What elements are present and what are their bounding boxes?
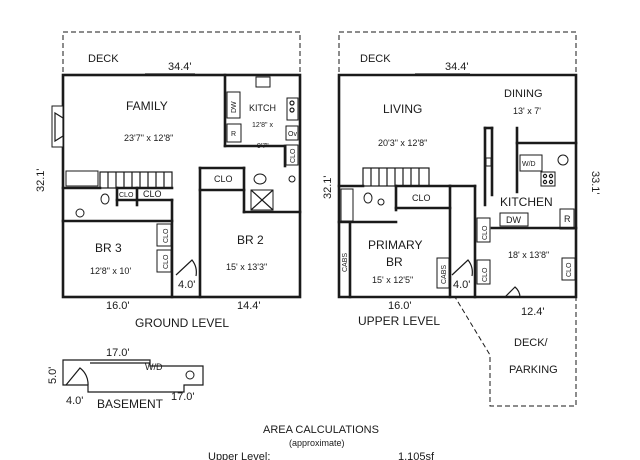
ground-stove	[286, 97, 299, 121]
ground-door-dim: 4.0'	[178, 279, 195, 291]
upper-kitchen-label: KITCHEN	[500, 195, 553, 209]
upper-dining-label: DINING	[504, 88, 543, 100]
ground-height-left: 32.1'	[35, 168, 47, 192]
upper-stove	[540, 171, 556, 187]
area-upper-value: 1,105sf	[398, 451, 435, 460]
ground-family-label: FAMILY	[126, 99, 168, 113]
ground-kitch-dims-2: 9'7"	[257, 143, 269, 150]
ground-stairs	[99, 171, 173, 189]
basement-outline	[62, 359, 204, 393]
upper-dw	[499, 212, 529, 227]
svg-text:R: R	[231, 131, 236, 138]
upper-width-bottom-right: 12.4'	[521, 306, 545, 318]
upper-clo-1	[476, 217, 491, 243]
basement-wd: W/D	[145, 362, 163, 372]
upper-door-swing	[451, 259, 473, 277]
upper-dining-dims: 13' x 7'	[513, 106, 541, 116]
svg-text:CLO: CLO	[566, 262, 573, 277]
upper-level-plan: DECK 34.4' 32.1' 33.1' LIVING 20'3" x 12…	[322, 31, 601, 407]
svg-text:DW: DW	[506, 215, 521, 225]
upper-deck-parking-2: PARKING	[509, 364, 558, 376]
upper-width-bottom: 16.0'	[388, 300, 412, 312]
area-calculations: AREA CALCULATIONS (approximate) Upper Le…	[208, 424, 435, 460]
ground-oven	[285, 125, 299, 141]
ground-family-dims: 23'7" x 12'8"	[124, 133, 173, 143]
ground-width-right: 14.4'	[237, 300, 261, 312]
upper-deck-label: DECK	[360, 53, 391, 65]
ground-br2-dims: 15' x 13'3"	[226, 262, 267, 272]
ground-deck-label: DECK	[88, 53, 119, 65]
ground-width-top: 34.4'	[168, 61, 192, 73]
basement-title: BASEMENT	[97, 397, 164, 411]
svg-text:CLO: CLO	[163, 228, 170, 243]
basement-door-swing	[65, 367, 89, 386]
basement-height: 5.0'	[47, 367, 59, 384]
basement-plan: 17.0' W/D 5.0' 4.0' BASEMENT 17.0'	[47, 347, 204, 411]
svg-text:CLO: CLO	[482, 225, 489, 240]
ground-clo-1: CLO	[119, 192, 134, 199]
svg-text:W/D: W/D	[522, 161, 536, 168]
upper-door-dim: 4.0'	[453, 279, 470, 291]
ground-kitch-dims-1: 12'8" x	[252, 122, 273, 129]
upper-stairs	[362, 167, 430, 187]
basement-width-top: 17.0'	[106, 347, 130, 359]
ground-bath-tub	[65, 170, 99, 187]
svg-text:CLO: CLO	[163, 254, 170, 269]
upper-primary-dims: 15' x 12'5"	[372, 275, 413, 285]
svg-text:DW: DW	[231, 101, 238, 113]
ground-refrigerator	[226, 123, 242, 143]
upper-clo-2	[476, 259, 491, 285]
ground-level-plan: DECK 34.4' DW R Ov CLO KITCH 12'8" x 9'7…	[35, 31, 302, 330]
upper-kitchen-closet	[561, 257, 576, 281]
ground-br2-label: BR 2	[237, 233, 264, 247]
ground-br2-closet: CLO	[214, 174, 233, 184]
basement-width-bottom: 17.0'	[171, 391, 195, 403]
ground-kitch-label: KITCH	[249, 103, 276, 113]
ground-br3-dims: 12'8" x 10'	[90, 266, 131, 276]
ground-clo-2: CLO	[143, 189, 162, 199]
upper-width-top: 34.4'	[445, 61, 469, 73]
upper-bath-sink	[377, 198, 385, 206]
upper-toilet	[363, 192, 373, 204]
upper-primary-label-1: PRIMARY	[368, 238, 422, 252]
upper-deck-parking-outline	[454, 296, 577, 407]
upper-level-title: UPPER LEVEL	[358, 314, 440, 328]
svg-text:R: R	[564, 214, 571, 224]
ground-sink	[255, 76, 271, 88]
upper-washer-dryer	[519, 154, 543, 172]
upper-living-label: LIVING	[383, 102, 422, 116]
svg-text:CLO: CLO	[482, 267, 489, 282]
upper-deck-parking-1: DECK/	[514, 337, 549, 349]
upper-bath-tub	[340, 188, 354, 222]
ground-br3-closet-1	[156, 223, 172, 247]
upper-clo-hall: CLO	[412, 193, 431, 203]
upper-height-left: 32.1'	[322, 175, 334, 199]
ground-dw	[226, 91, 241, 119]
upper-kitchen-dims: 18' x 13'8"	[508, 250, 549, 260]
ground-level-title: GROUND LEVEL	[135, 316, 229, 330]
upper-primary-label-2: BR	[386, 255, 403, 269]
ground-kitch-closet	[285, 144, 299, 166]
upper-living-dims: 20'3" x 12'8"	[378, 138, 427, 148]
ground-bath-sink	[75, 208, 85, 218]
area-upper-label: Upper Level:	[208, 451, 270, 460]
ground-door-swing	[175, 259, 197, 277]
upper-cabs-right: CABS	[441, 265, 448, 284]
ground-width-left: 16.0'	[106, 300, 130, 312]
ground-br3-closet-2	[156, 249, 172, 273]
svg-text:Ov: Ov	[288, 131, 297, 138]
ground-fireplace	[51, 105, 64, 148]
upper-height-right: 33.1'	[589, 171, 601, 195]
ground-deck-outline	[62, 31, 301, 76]
upper-cabs-left: CABS	[342, 253, 349, 272]
svg-text:CLO: CLO	[290, 148, 297, 163]
ground-br3-label: BR 3	[95, 241, 122, 255]
area-subtitle: (approximate)	[289, 438, 345, 448]
area-title: AREA CALCULATIONS	[263, 424, 379, 436]
basement-door-dim: 4.0'	[66, 395, 83, 407]
ground-toilet	[100, 193, 110, 205]
upper-deck-outline	[338, 31, 577, 76]
